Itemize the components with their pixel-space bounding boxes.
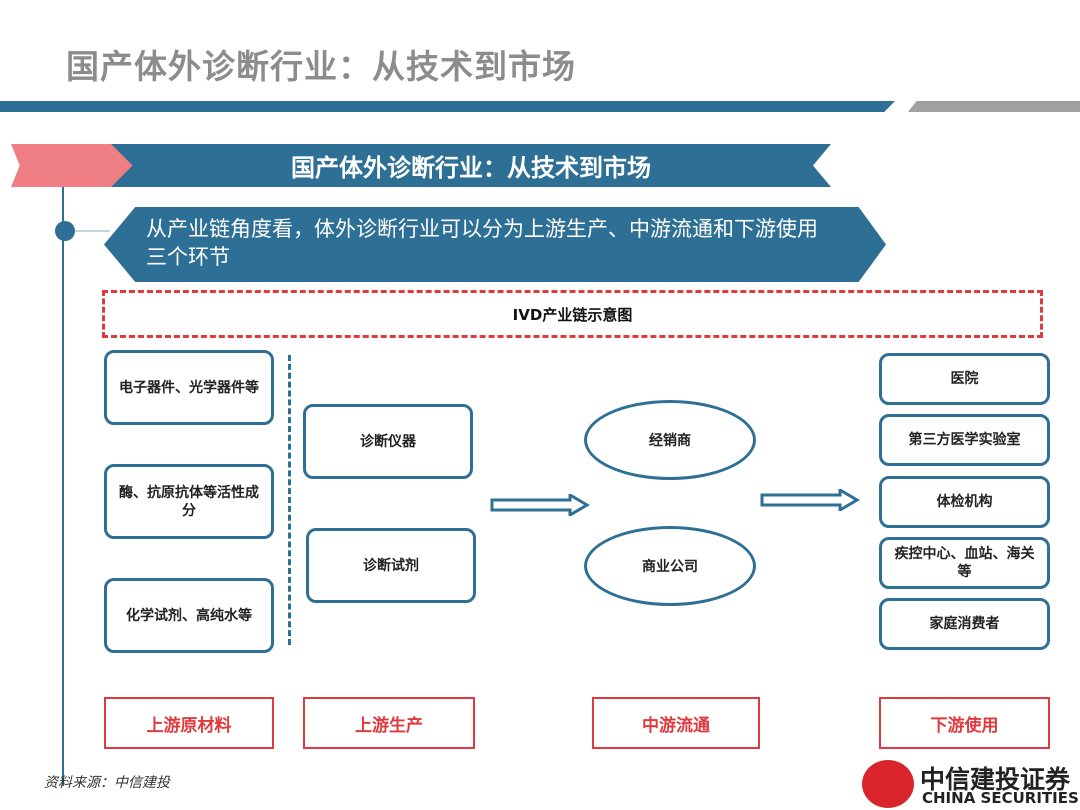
raw-material-box: 化学试剂、高纯水等 bbox=[104, 578, 274, 653]
timeline-dot bbox=[55, 221, 75, 241]
production-box: 诊断仪器 bbox=[303, 404, 473, 479]
citic-logo-icon bbox=[862, 760, 914, 808]
stage-label: 上游原材料 bbox=[104, 697, 274, 749]
diagram-title: IVD产业链示意图 bbox=[102, 290, 1043, 338]
separator bbox=[288, 355, 291, 645]
source-note: 资料来源：中信建投 bbox=[44, 775, 170, 791]
user-box: 体检机构 bbox=[879, 476, 1050, 528]
callout-text: 从产业链角度看，体外诊断行业可以分为上游生产、中游流通和下游使用三个环节 bbox=[104, 207, 886, 282]
production-box: 诊断试剂 bbox=[306, 528, 476, 603]
user-box: 医院 bbox=[879, 353, 1050, 405]
banner-tab bbox=[11, 144, 136, 187]
slide-title: 国产体外诊断行业：从技术到市场 bbox=[66, 47, 576, 86]
header-bar-blue bbox=[0, 101, 895, 112]
logo-text-en: CHINA SECURITIES bbox=[922, 789, 1079, 807]
distribution-ellipse: 商业公司 bbox=[584, 526, 756, 606]
connector-line bbox=[70, 230, 110, 232]
timeline-line bbox=[62, 186, 64, 786]
raw-material-box: 电子器件、光学器件等 bbox=[104, 350, 274, 425]
header-bar-gray bbox=[908, 101, 1080, 112]
stage-label: 上游生产 bbox=[303, 697, 475, 749]
raw-material-box: 酶、抗原抗体等活性成分 bbox=[104, 464, 274, 539]
stage-label: 中游流通 bbox=[592, 697, 760, 749]
user-box: 家庭消费者 bbox=[879, 598, 1050, 650]
distribution-ellipse: 经销商 bbox=[584, 400, 756, 480]
user-box: 疾控中心、血站、海关等 bbox=[879, 537, 1050, 589]
stage-label: 下游使用 bbox=[879, 697, 1050, 749]
logo-text-cn: 中信建投证券 bbox=[920, 765, 1071, 794]
section-banner: 国产体外诊断行业：从技术到市场 bbox=[111, 144, 831, 187]
arrow-right-icon bbox=[490, 494, 590, 516]
arrow-right-icon bbox=[760, 489, 860, 511]
user-box: 第三方医学实验室 bbox=[879, 414, 1050, 466]
